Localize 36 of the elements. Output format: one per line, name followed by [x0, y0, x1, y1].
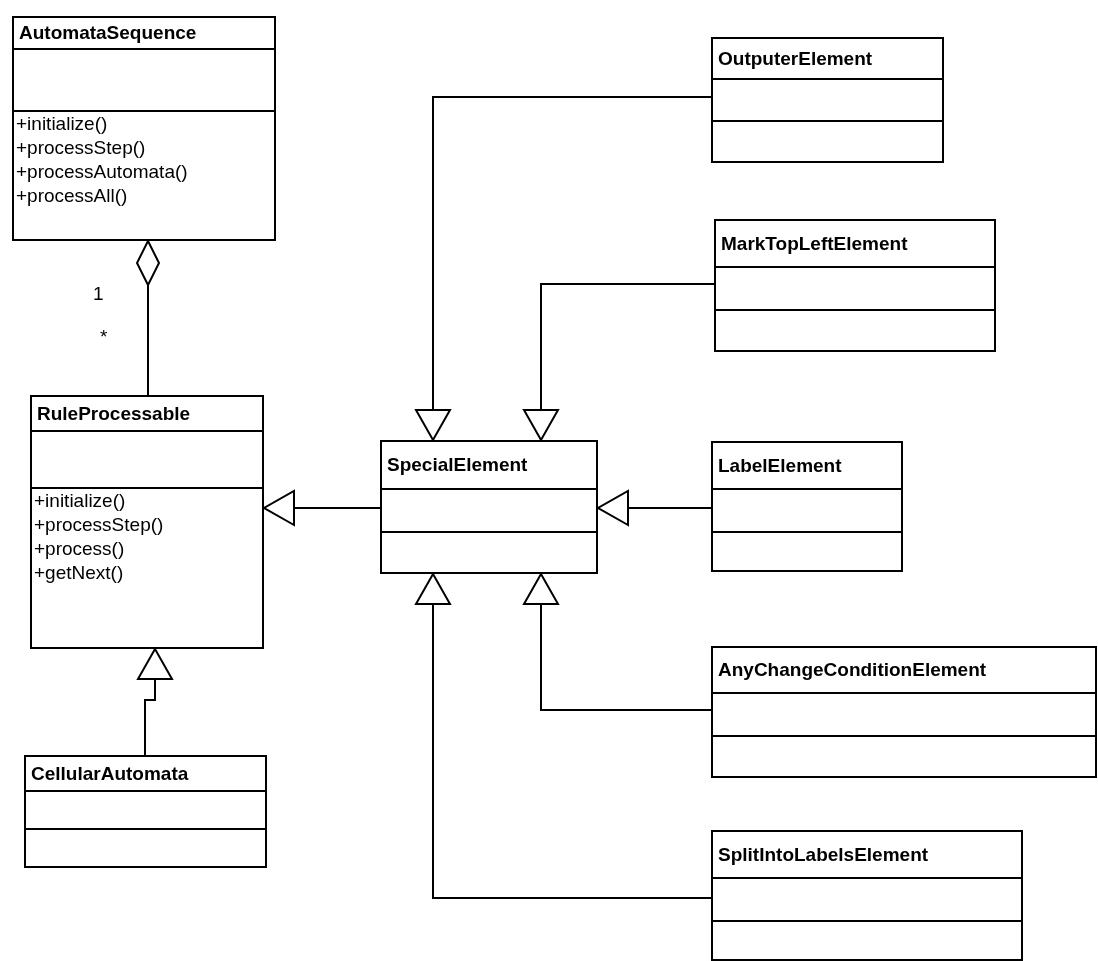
uml-class-box [711, 646, 1097, 778]
class-name: AnyChangeConditionElement [718, 659, 987, 681]
multiplicity-label: * [100, 326, 108, 348]
uml-class-box [12, 16, 276, 241]
inheritance-arrow [415, 96, 712, 441]
uml-class-box [380, 440, 598, 574]
inheritance-arrow [137, 648, 173, 756]
inheritance-arrow [523, 283, 715, 441]
multiplicity-label: 1 [93, 283, 104, 305]
method-text: +getNext() [34, 561, 124, 585]
class-name: SplitIntoLabelsElement [718, 843, 929, 866]
method-text: +process() [34, 537, 125, 561]
class-name: SpecialElement [387, 454, 528, 476]
class-name: MarkTopLeftElement [721, 232, 908, 255]
inheritance-arrow [597, 490, 712, 526]
aggregation-connector [136, 240, 160, 396]
class-name: LabelElement [718, 454, 842, 477]
inheritance-arrow [263, 490, 381, 526]
class-name: AutomataSequence [19, 22, 197, 44]
class-name: RuleProcessable [37, 402, 191, 425]
uml-class-box [24, 755, 267, 868]
uml-class-box [711, 37, 944, 163]
method-text: +processAutomata() [16, 160, 188, 184]
class-name: CellularAutomata [31, 762, 189, 785]
uml-class-box [714, 219, 996, 352]
method-text: +initialize() [16, 112, 108, 136]
method-text: +processStep() [16, 136, 146, 160]
method-text: +processStep() [34, 513, 164, 537]
uml-class-box [711, 441, 903, 572]
method-text: +processAll() [16, 184, 128, 208]
uml-class-box [711, 830, 1023, 961]
method-text: +initialize() [34, 489, 126, 513]
inheritance-arrow [523, 573, 712, 711]
class-name: OutputerElement [718, 47, 873, 70]
uml-class-box [30, 395, 264, 649]
inheritance-arrow [415, 573, 712, 899]
